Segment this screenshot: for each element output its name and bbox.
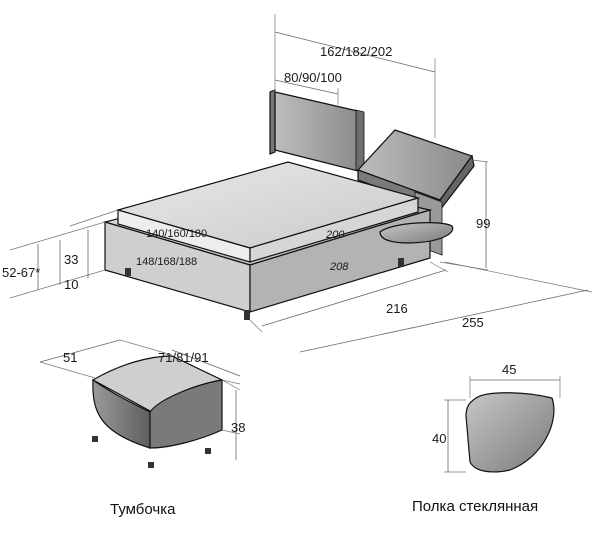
dim-base-length: 208 [329, 261, 349, 273]
headboard [269, 89, 365, 173]
dim-nightstand-height: 38 [231, 420, 245, 435]
dim-length-255: 255 [462, 315, 484, 330]
mattress [115, 161, 421, 263]
dim-total-width: 162/182/202 [320, 44, 392, 59]
dim-side-10: 10 [64, 277, 78, 292]
bed-leg [244, 310, 250, 320]
dim-mattress-length: 200 [325, 229, 345, 241]
dim-height-total: 99 [476, 216, 490, 231]
nightstand-caption: Тумбочка [110, 501, 176, 518]
dim-nightstand-depth: 51 [63, 350, 77, 365]
shelf-caption: Полка стеклянная [412, 498, 538, 515]
dim-shelf-width: 45 [502, 362, 516, 377]
glass-shelf-drawing: 45 40 Полка стеклянная [412, 362, 561, 515]
dim-shelf-height: 40 [432, 431, 446, 446]
dim-nightstand-width: 71/81/91 [158, 350, 209, 365]
dim-mattress-width: 140/160/180 [146, 228, 207, 240]
dim-side-total: 52-67* [2, 265, 40, 280]
bed-dimension-lines [9, 14, 593, 353]
bed-leg [125, 268, 131, 276]
bed-drawing: 162/182/202 80/90/100 99 200 140/160/180… [2, 14, 593, 353]
dim-base-width: 148/168/188 [136, 256, 197, 268]
dim-length-216: 216 [386, 301, 408, 316]
glass-shelf-attached [379, 222, 454, 244]
dim-headboard-width: 80/90/100 [284, 70, 342, 85]
dim-side-33: 33 [64, 252, 78, 267]
nightstand-drawing: 51 71/81/91 38 Тумбочка [39, 339, 245, 518]
bed-leg [398, 258, 404, 267]
